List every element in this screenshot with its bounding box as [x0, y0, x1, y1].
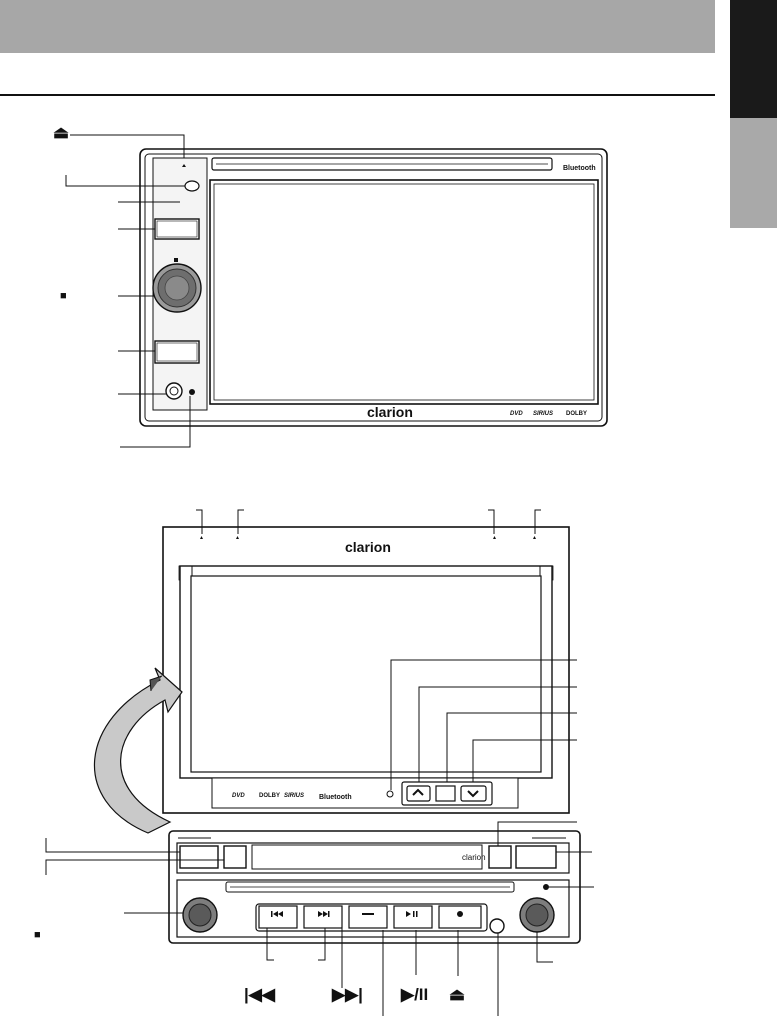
flip-monitor-screen: [190, 575, 542, 773]
top-unit-inner-frame: [144, 153, 603, 422]
top-bluetooth-text: Bluetooth: [563, 165, 596, 172]
monitor-bluetooth-text: Bluetooth: [319, 794, 352, 801]
top-small-button[interactable]: [184, 180, 200, 192]
header-band: [0, 0, 715, 53]
top-unit: [65, 134, 608, 448]
top-sirius-logo: SIRIUS: [533, 411, 554, 417]
mode-button[interactable]: [348, 905, 388, 929]
eject-bottom-symbol: ⏏: [449, 985, 466, 1004]
monitor-dvd-logo: DVD: [232, 793, 245, 799]
flip-arrow: [94, 667, 183, 834]
bottom-reset-hole[interactable]: [543, 884, 549, 890]
bottom-unit: [45, 509, 594, 1016]
monitor-center-button[interactable]: [435, 785, 456, 802]
monitor-up-button[interactable]: [406, 785, 431, 802]
top-dvd-logo: DVD: [510, 411, 523, 417]
bottom-right-rect-button[interactable]: [515, 845, 557, 869]
play-pause-symbol: ▶/II: [401, 985, 429, 1004]
top-logo: clarion: [367, 404, 413, 420]
monitor-dolby-logo: DOLBY: [259, 793, 280, 799]
eject-top-symbol: ⏏: [53, 123, 70, 142]
bottom-right-square-button[interactable]: [488, 845, 512, 869]
top-aux-jack[interactable]: [165, 382, 183, 400]
bottom-left-rect-button[interactable]: [179, 845, 219, 869]
stop-bottom-symbol: ■: [34, 929, 41, 941]
stop-top-symbol: ■: [60, 290, 67, 302]
monitor-logo: clarion: [345, 539, 391, 555]
bottom-left-square-button[interactable]: [223, 845, 247, 869]
header-rule: [0, 94, 715, 96]
prev-symbol: |◀◀: [244, 985, 275, 1004]
monitor-sirius-logo: SIRIUS: [284, 793, 305, 799]
bottom-aux-jack[interactable]: [489, 918, 505, 934]
language-tab-inactive: [730, 118, 777, 228]
top-screen: [209, 179, 599, 405]
top-rect-button-1[interactable]: [154, 218, 200, 240]
top-rect-button-2[interactable]: [154, 340, 200, 364]
bottom-display-window: [251, 844, 483, 870]
monitor-sensor: [386, 790, 394, 798]
next-symbol: ▶▶|: [332, 985, 363, 1004]
top-dolby-logo: DOLBY: [566, 411, 587, 417]
language-tab-active: [730, 0, 777, 118]
top-reset-hole[interactable]: [189, 389, 195, 395]
monitor-down-button[interactable]: [460, 785, 487, 802]
chassis-logo: clarion: [462, 853, 486, 862]
